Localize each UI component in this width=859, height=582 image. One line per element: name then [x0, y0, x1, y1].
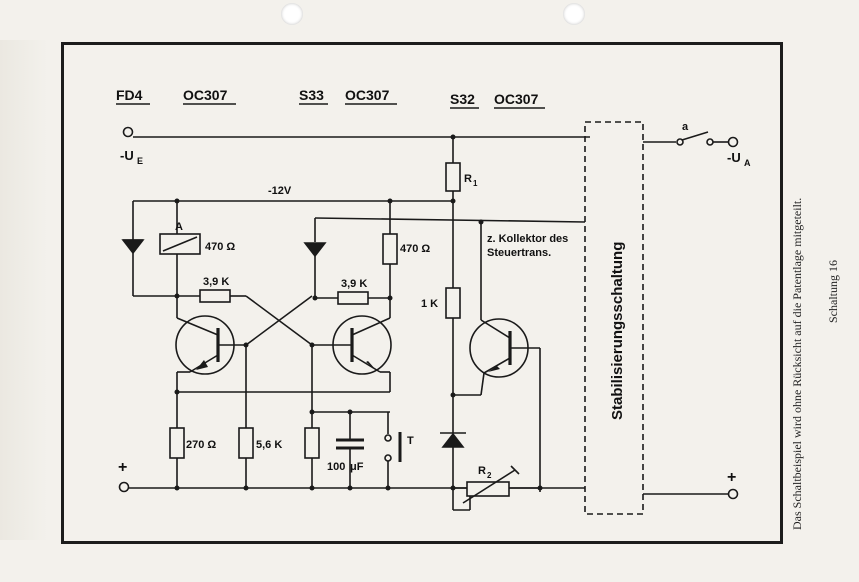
label-switch-t: T [407, 435, 414, 447]
label-cap-unit: μF [350, 461, 364, 473]
label-3-9k-left: 3,9 K [203, 276, 229, 288]
label-r2-sub: 2 [487, 471, 492, 480]
label-plus-left: + [118, 459, 127, 476]
zener-diode [441, 432, 465, 448]
label-r1k: 1 K [421, 298, 438, 310]
label-r470-left: 470 Ω [205, 241, 235, 253]
label-switch-a: a [682, 121, 689, 133]
header-transistor-2: S33 OC307 [299, 87, 397, 105]
resistor-3-9k-left [199, 289, 231, 303]
resistor-270 [169, 427, 185, 459]
label-ua: -U [727, 150, 741, 165]
resistor-470-right [382, 233, 398, 265]
label-ue: -U [120, 148, 134, 163]
side-caption: Das Schaltbeispiel wird ohne Rücksicht a… [790, 197, 804, 530]
stabilizer-label: Stabilisierungsschaltung [609, 242, 626, 420]
diode-left [121, 239, 145, 255]
terminal-plus-right [727, 488, 739, 500]
header-type-fd4: FD4 [116, 87, 143, 103]
terminal-ue [122, 126, 134, 138]
resistor-1k [445, 287, 461, 319]
stabilizer-box [584, 121, 644, 515]
header-type-s33: S33 [299, 87, 324, 103]
label-minus-12v: -12V [268, 185, 292, 197]
punch-hole-right [563, 3, 585, 25]
label-cap-100: 100 [327, 461, 345, 473]
label-kollektor-1: z. Kollektor des [487, 233, 568, 245]
resistor-3-9k-right [337, 291, 369, 305]
header-type-s32: S32 [450, 91, 475, 107]
diode-right [303, 242, 327, 258]
label-r2: R [478, 465, 486, 477]
label-r270: 270 Ω [186, 439, 216, 451]
label-r1: R [464, 173, 472, 185]
header-model-1: OC307 [183, 87, 228, 103]
header-transistor-3: S32 OC307 [450, 91, 545, 109]
label-relay-a: A [175, 221, 183, 233]
figure-label: Schaltung 16 [826, 260, 840, 323]
label-r1-sub: 1 [473, 179, 478, 188]
punch-hole-left [281, 3, 303, 25]
switch-a [681, 131, 709, 141]
label-kollektor-2: Steuertrans. [487, 247, 551, 259]
label-r470-right: 470 Ω [400, 243, 430, 255]
resistor-5-6k [238, 427, 254, 459]
label-ua-sub: A [744, 158, 751, 168]
label-3-9k-right: 3,9 K [341, 278, 367, 290]
schematic-frame [61, 42, 783, 544]
page-edge-shadow [0, 40, 48, 540]
terminal-plus-left [118, 481, 130, 493]
header-model-2: OC307 [345, 87, 390, 103]
resistor-r1 [445, 162, 461, 192]
potentiometer-r2 [466, 481, 510, 497]
label-ue-sub: E [137, 156, 143, 166]
resistor-s33-base [304, 427, 320, 459]
label-r56k: 5,6 K [256, 439, 282, 451]
terminal-ua [727, 136, 739, 148]
header-transistor-1: FD4 OC307 [116, 87, 236, 105]
header-model-3: OC307 [494, 91, 539, 107]
label-plus-right: + [727, 469, 736, 486]
